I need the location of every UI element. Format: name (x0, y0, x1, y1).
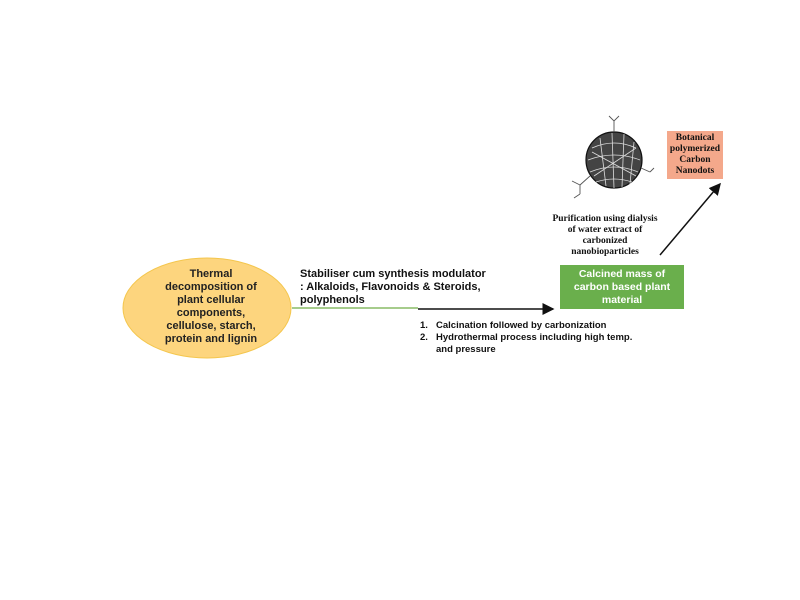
product-line: polymerized (669, 144, 721, 154)
step-text: Calcination followed by carbonization (436, 320, 607, 331)
step-number: 1. (420, 320, 428, 331)
ellipse-line: cellulose, starch, (166, 320, 256, 332)
carbon-nanodots-node: Botanical polymerized Carbon Nanodots (667, 131, 723, 179)
purification-arrow (659, 182, 721, 256)
modulator-line: : Alkaloids, Flavonoids & Steroids, (300, 281, 481, 293)
ellipse-line: components, (176, 307, 246, 319)
calcined-line: Calcined mass of (578, 267, 666, 280)
purification-line: carbonized (582, 236, 628, 246)
process-steps-list: 1. Calcination followed by carbonization… (420, 320, 632, 356)
purification-line: Purification using dialysis (552, 214, 658, 224)
purification-label: Purification using dialysis of water ext… (540, 214, 670, 258)
ellipse-line: decomposition of (165, 281, 257, 293)
calcined-line: material (601, 293, 643, 306)
purification-line: nanobioparticles (571, 247, 639, 257)
purification-line: of water extract of (567, 225, 643, 235)
thermal-decomposition-node: Thermal decomposition of plant cellular … (128, 268, 294, 346)
modulator-label: Stabiliser cum synthesis modulator : Alk… (300, 268, 486, 307)
ellipse-line: protein and lignin (164, 333, 258, 345)
step-text: Hydrothermal process including high temp… (436, 332, 633, 343)
step-number (420, 344, 436, 356)
calcined-line: carbon based plant (573, 280, 671, 293)
calcined-mass-node: Calcined mass of carbon based plant mate… (560, 265, 684, 309)
step-number: 2. (420, 332, 428, 343)
ellipse-line: plant cellular (177, 294, 245, 306)
carbon-nanodot-icon (571, 115, 655, 199)
list-item: 2. Hydrothermal process including high t… (420, 332, 632, 344)
list-item: 1. Calcination followed by carbonization (420, 320, 632, 332)
ellipse-shape (122, 257, 292, 359)
step-text: and pressure (436, 344, 496, 355)
list-item: and pressure (420, 344, 632, 356)
product-line: Carbon (679, 155, 711, 165)
modulator-line: polyphenols (300, 294, 365, 306)
modulator-line: Stabiliser cum synthesis modulator (300, 268, 486, 280)
ellipse-line: Thermal (189, 268, 233, 280)
product-line: Botanical (675, 133, 715, 143)
product-line: Nanodots (675, 166, 715, 176)
